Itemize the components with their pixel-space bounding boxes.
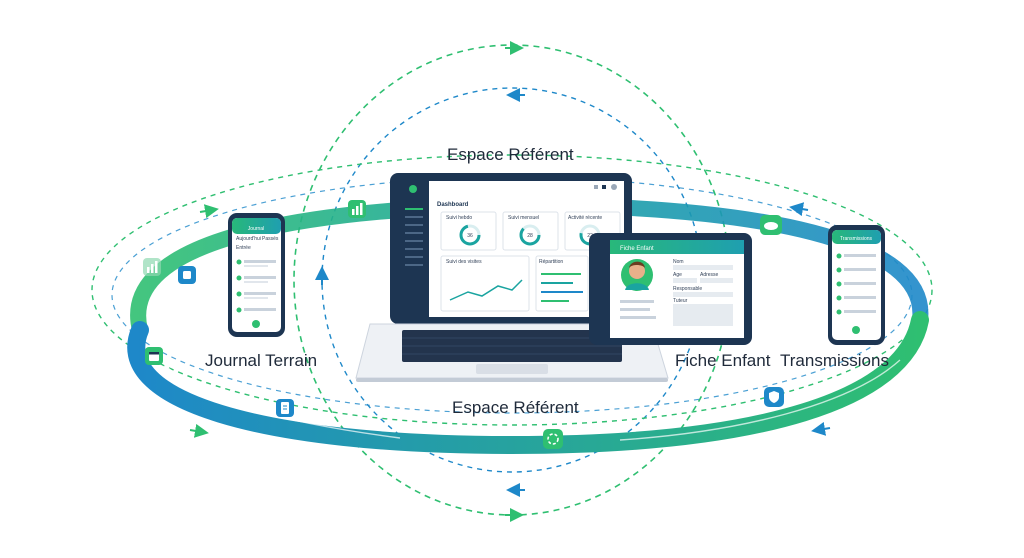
label-espace-referent-top: Espace Référent <box>447 145 574 164</box>
panel-1-title: Suivi des visites <box>446 259 482 265</box>
laptop-dashboard-title: Dashboard <box>437 202 469 208</box>
left-phone-entry: Entrée <box>236 245 251 251</box>
bar-chart-icon <box>143 258 161 276</box>
left-phone-header: Journal <box>248 226 264 232</box>
bar-chart-icon <box>348 200 366 218</box>
card-3-title: Activité récente <box>568 215 602 221</box>
cloud-icon <box>760 215 782 235</box>
laptop: Dashboard Suivi hebdo 36 Suivi mensuel 2… <box>355 173 669 382</box>
left-phone: Journal Aujourd'hui Passés Entrée <box>228 213 285 337</box>
label-transmissions: Transmissions <box>780 351 889 370</box>
gauge-1-value: 36 <box>467 233 473 239</box>
sync-icon <box>543 429 563 449</box>
field-3-label: Adresse <box>700 272 719 278</box>
app-logo-icon <box>409 185 417 193</box>
shield-icon <box>764 387 784 407</box>
right-phone-header: Transmissions <box>840 236 873 242</box>
gauge-3-value: 22 <box>587 233 593 239</box>
tablet: Fiche Enfant Nom Age Adresse Responsable… <box>589 233 752 345</box>
card-1-title: Suivi hebdo <box>446 215 472 221</box>
panel-2-title: Répartition <box>539 259 563 265</box>
trackpad <box>476 364 548 374</box>
field-1-label: Nom <box>673 259 684 265</box>
right-phone: Transmissions <box>828 225 885 345</box>
document-icon <box>276 399 294 417</box>
left-phone-tab-2[interactable]: Passés <box>262 236 279 242</box>
label-fiche-enfant: Fiche Enfant <box>675 351 771 370</box>
label-journal-terrain: Journal Terrain <box>205 351 318 370</box>
left-phone-tab-1[interactable]: Aujourd'hui <box>236 236 261 242</box>
tablet-header-title: Fiche Enfant <box>620 246 654 252</box>
label-espace-referent-bottom: Espace Référent <box>452 398 579 417</box>
field-4-label: Responsable <box>673 286 702 292</box>
calendar-icon <box>145 347 163 365</box>
field-2-label: Age <box>673 272 682 278</box>
puzzle-icon <box>178 266 196 284</box>
card-2-title: Suivi mensuel <box>508 215 539 221</box>
field-5-label: Tuteur <box>673 298 688 304</box>
gauge-2-value: 28 <box>527 233 533 239</box>
